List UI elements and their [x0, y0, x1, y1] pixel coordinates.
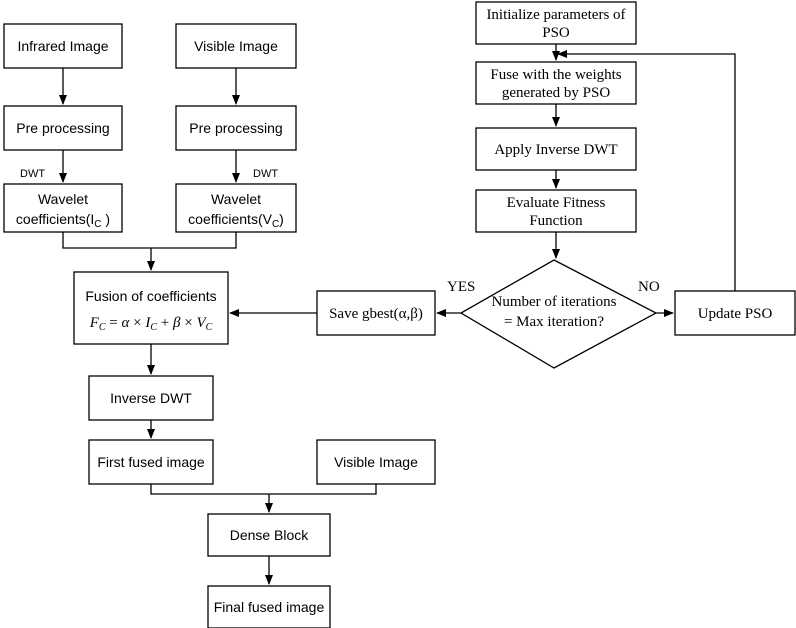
connectors — [59, 44, 736, 585]
node-inverse-dwt-left: Inverse DWT — [88, 375, 214, 421]
decision-line1: Number of iterations — [492, 294, 617, 310]
infrared-image-label: Infrared Image — [17, 38, 108, 54]
node-final-fused-image: Final fused image — [207, 585, 331, 628]
visible-image-top-label: Visible Image — [194, 38, 278, 54]
node-visible-image-bottom: Visible Image — [316, 439, 436, 485]
node-first-fused-image: First fused image — [88, 439, 214, 485]
decision-line2: = Max iteration? — [504, 314, 604, 330]
fusion-label: Fusion of coefficients — [85, 288, 216, 304]
node-dense-block: Dense Block — [207, 513, 331, 557]
node-decision: Number of iterations = Max iteration? — [459, 259, 658, 369]
edge-fused-merge — [150, 484, 377, 495]
wavelet-vc-line1: Wavelet — [211, 191, 261, 207]
node-fusion: Fusion of coefficients FC = α × IC + β ×… — [73, 271, 229, 345]
dwt-label-left: DWT — [20, 168, 45, 180]
wavelet-vc-line2: coefficients(VC) — [188, 211, 284, 230]
no-label: NO — [638, 279, 660, 295]
node-wavelet-ic: Wavelet coefficients(IC ) — [3, 183, 123, 233]
init-pso-line2: PSO — [542, 25, 570, 41]
pre-processing-right-label: Pre processing — [189, 120, 282, 136]
node-apply-inverse-dwt: Apply Inverse DWT — [475, 127, 637, 171]
save-gbest-label: Save gbest(α,β) — [329, 306, 423, 322]
wavelet-ic-line2: coefficients(IC ) — [16, 211, 110, 230]
evaluate-fitness-line2: Function — [529, 213, 583, 229]
edge-update-loop — [557, 50, 736, 291]
node-pre-processing-right: Pre processing — [175, 105, 297, 151]
init-pso-line1: Initialize parameters of — [486, 7, 625, 23]
visible-image-bottom-label: Visible Image — [334, 454, 418, 470]
node-update-pso: Update PSO — [674, 290, 796, 336]
fusion-formula: FC = α × IC + β × VC — [89, 315, 213, 333]
node-save-gbest: Save gbest(α,β) — [316, 290, 436, 336]
node-init-pso: Initialize parameters of PSO — [475, 1, 637, 45]
edge-wavelets-merge — [62, 232, 237, 249]
node-wavelet-vc: Wavelet coefficients(VC) — [175, 183, 297, 233]
wavelet-ic-line1: Wavelet — [38, 191, 88, 207]
node-fuse-weights: Fuse with the weights generated by PSO — [475, 61, 637, 105]
evaluate-fitness-line1: Evaluate Fitness — [507, 195, 606, 211]
dwt-label-right: DWT — [253, 168, 278, 180]
final-fused-image-label: Final fused image — [214, 599, 325, 615]
node-evaluate-fitness: Evaluate Fitness Function — [475, 189, 637, 233]
pre-processing-left-label: Pre processing — [16, 120, 109, 136]
node-visible-image-top: Visible Image — [175, 23, 297, 69]
node-infrared-image: Infrared Image — [3, 23, 123, 69]
fuse-weights-line2: generated by PSO — [502, 85, 610, 101]
update-pso-label: Update PSO — [698, 306, 773, 322]
yes-label: YES — [447, 279, 475, 295]
apply-inverse-dwt-label: Apply Inverse DWT — [494, 142, 617, 158]
inverse-dwt-left-label: Inverse DWT — [110, 390, 192, 406]
node-pre-processing-left: Pre processing — [3, 105, 123, 151]
first-fused-image-label: First fused image — [97, 454, 205, 470]
fuse-weights-line1: Fuse with the weights — [490, 67, 621, 83]
dense-block-label: Dense Block — [230, 527, 310, 543]
